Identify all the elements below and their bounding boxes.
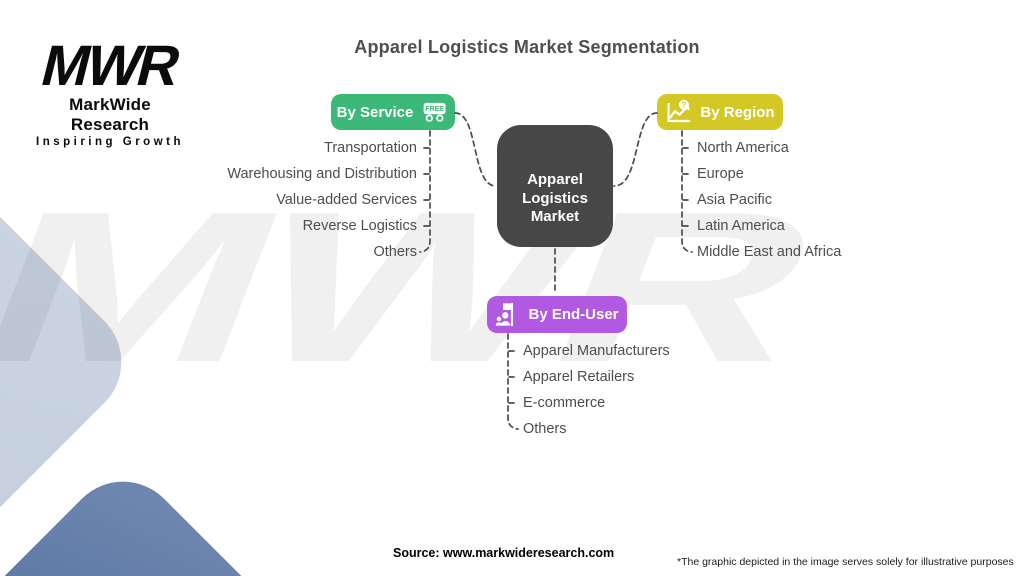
branch-badge-by-service: By Service FREE — [331, 94, 455, 130]
central-market-label: Apparel Logistics Market — [522, 170, 588, 226]
by-region-label: By Region — [700, 103, 775, 121]
list-item: Warehousing and Distribution — [227, 166, 417, 182]
list-item: Value-added Services — [276, 192, 417, 208]
list-item: Transportation — [324, 140, 417, 156]
list-item: Asia Pacific — [697, 192, 772, 208]
list-item: Latin America — [697, 218, 785, 234]
logo-tagline: Inspiring Growth — [36, 136, 184, 148]
list-item: Apparel Manufacturers — [523, 343, 670, 359]
free-delivery-truck-icon: FREE — [421, 101, 449, 123]
list-item: Reverse Logistics — [302, 218, 417, 234]
region-items-list: North America Europe Asia Pacific Latin … — [697, 135, 841, 265]
list-item: Others — [523, 421, 567, 437]
markwide-research-logo: MWR MarkWide Research Inspiring Growth — [28, 34, 192, 148]
central-market-node: Apparel Logistics Market — [497, 125, 613, 247]
list-item: E-commerce — [523, 395, 606, 411]
list-item: Europe — [697, 166, 744, 182]
market-chart-question-icon: ? — [665, 99, 692, 125]
end-user-people-flag-icon — [495, 301, 520, 328]
svg-text:FREE: FREE — [426, 106, 445, 113]
logo-name: MarkWide Research — [69, 95, 151, 134]
logo-acronym: MWR — [35, 34, 185, 98]
branch-badge-by-end-user: By End-User — [487, 296, 627, 333]
by-service-label: By Service — [336, 103, 414, 121]
list-item: Others — [373, 244, 417, 260]
list-item: North America — [697, 140, 789, 156]
by-end-user-label: By End-User — [528, 306, 619, 323]
svg-text:?: ? — [682, 101, 687, 110]
service-items-list: Transportation Warehousing and Distribut… — [137, 135, 417, 265]
branch-badge-by-region: ? By Region — [657, 94, 783, 130]
list-item: Apparel Retailers — [523, 369, 635, 385]
disclaimer-text: *The graphic depicted in the image serve… — [677, 556, 1014, 568]
end-user-items-list: Apparel Manufacturers Apparel Retailers … — [523, 338, 670, 442]
source-text: Source: www.markwideresearch.com — [393, 546, 615, 560]
page-title: Apparel Logistics Market Segmentation — [354, 37, 700, 57]
list-item: Middle East and Africa — [697, 244, 842, 260]
